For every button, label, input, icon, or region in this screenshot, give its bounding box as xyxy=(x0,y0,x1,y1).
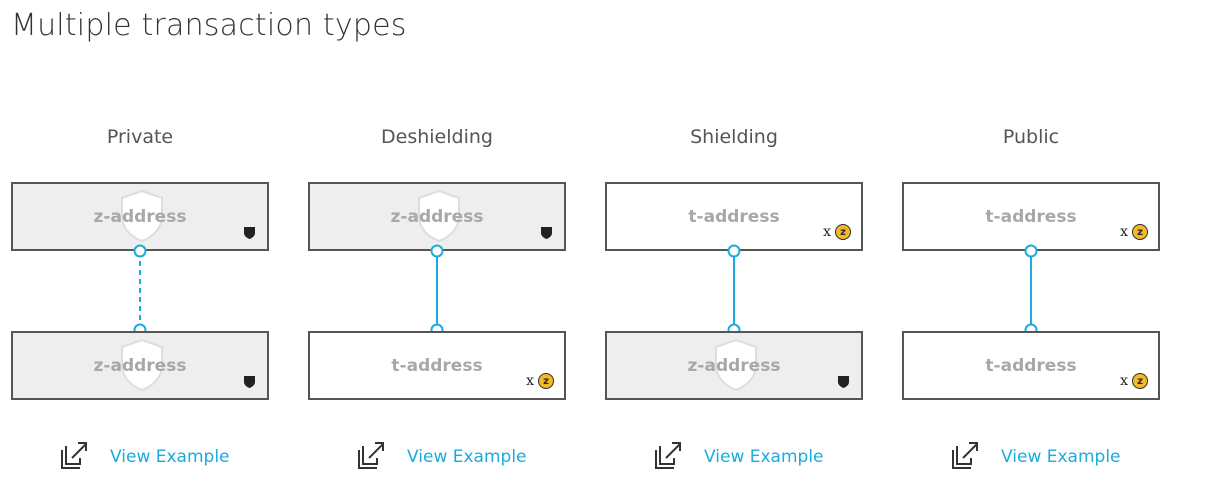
connector-line xyxy=(727,244,741,337)
view-example-row: View Example xyxy=(902,440,1160,474)
view-example-row: View Example xyxy=(11,440,269,474)
view-example-link[interactable]: View Example xyxy=(1001,447,1121,467)
to-address-box: t-address x z xyxy=(308,331,566,400)
shield-icon xyxy=(244,227,255,239)
shield-watermark-icon xyxy=(121,190,163,242)
badge-x: x xyxy=(1120,373,1128,389)
connector-line xyxy=(430,244,444,337)
address-label: t-address xyxy=(391,355,483,376)
view-example-link[interactable]: View Example xyxy=(407,447,527,467)
zcash-badge: x z xyxy=(1120,373,1148,389)
external-link-icon[interactable] xyxy=(950,440,980,470)
shield-watermark-icon xyxy=(121,339,163,391)
view-example-link[interactable]: View Example xyxy=(704,447,824,467)
address-label: z-address xyxy=(93,355,187,376)
transaction-type-deshielding: Deshielding z-address t-address x z View… xyxy=(308,0,566,501)
zcash-coin-icon: z xyxy=(1132,373,1148,389)
zcash-coin-icon: z xyxy=(1132,224,1148,240)
zcash-coin-icon: z xyxy=(835,224,851,240)
to-address-box: t-address x z xyxy=(902,331,1160,400)
column-title: Public xyxy=(1002,126,1060,148)
transaction-type-private: Private z-address z-address View Example xyxy=(11,0,269,501)
view-example-row: View Example xyxy=(605,440,863,474)
zcash-badge: x z xyxy=(526,373,554,389)
address-label: t-address xyxy=(985,206,1077,227)
column-title: Deshielding xyxy=(381,126,493,148)
badge-x: x xyxy=(526,373,534,389)
address-label: z-address xyxy=(687,355,781,376)
page-title: Multiple transaction types xyxy=(11,8,407,43)
zcash-badge: x z xyxy=(1120,224,1148,240)
from-address-box: t-address x z xyxy=(605,182,863,251)
shield-icon xyxy=(541,227,552,239)
to-address-box: z-address xyxy=(605,331,863,400)
address-label: z-address xyxy=(390,206,484,227)
column-title: Shielding xyxy=(690,126,778,148)
shield-watermark-icon xyxy=(715,339,757,391)
badge-x: x xyxy=(823,224,831,240)
address-label: t-address xyxy=(985,355,1077,376)
shield-watermark-icon xyxy=(418,190,460,242)
from-address-box: z-address xyxy=(308,182,566,251)
transaction-type-public: Public t-address x z t-address x z View … xyxy=(902,0,1160,501)
view-example-link[interactable]: View Example xyxy=(110,447,230,467)
zcash-badge: x z xyxy=(823,224,851,240)
column-title: Private xyxy=(106,126,174,148)
from-address-box: z-address xyxy=(11,182,269,251)
connector-line xyxy=(1024,244,1038,337)
external-link-icon[interactable] xyxy=(653,440,683,470)
badge-x: x xyxy=(1120,224,1128,240)
shield-icon xyxy=(838,376,849,388)
external-link-icon[interactable] xyxy=(356,440,386,470)
address-label: z-address xyxy=(93,206,187,227)
transaction-type-shielding: Shielding t-address x z z-address View E… xyxy=(605,0,863,501)
to-address-box: z-address xyxy=(11,331,269,400)
view-example-row: View Example xyxy=(308,440,566,474)
address-label: t-address xyxy=(688,206,780,227)
shield-icon xyxy=(244,376,255,388)
connector-line xyxy=(133,244,147,337)
zcash-coin-icon: z xyxy=(538,373,554,389)
external-link-icon[interactable] xyxy=(59,440,89,470)
